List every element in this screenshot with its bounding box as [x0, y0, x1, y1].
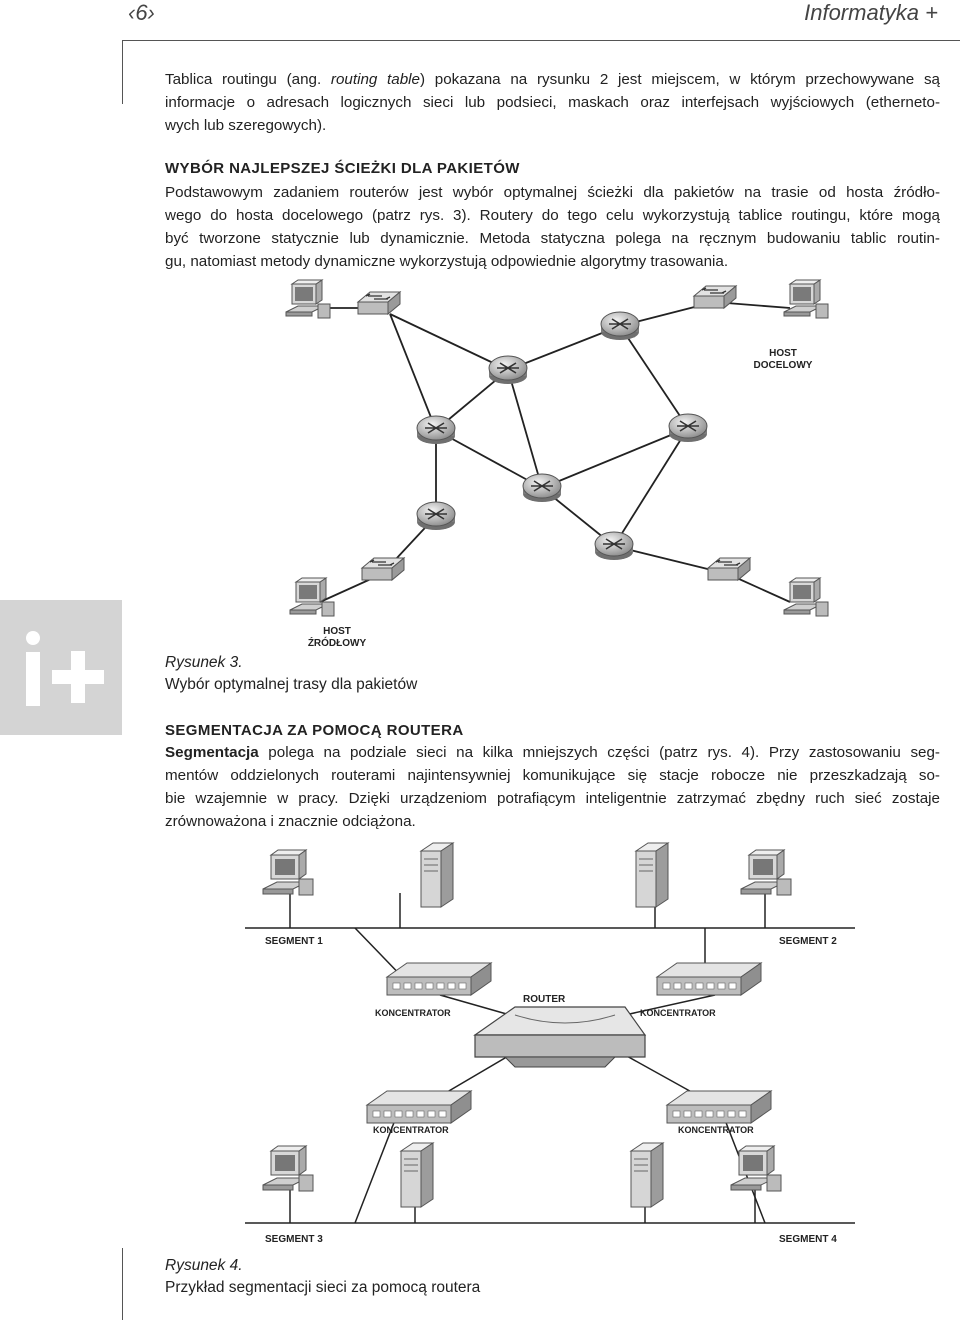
server-icon	[631, 1143, 663, 1207]
pc-icon	[784, 578, 828, 616]
server-icon	[401, 1143, 433, 1207]
hub-icon	[367, 1091, 471, 1123]
figure-3-text: Wybór optymalnej trasy dla pakietów	[165, 676, 417, 693]
hub-icon	[387, 963, 491, 995]
hub-label-bottom-left: KONCENTRATOR	[373, 1125, 449, 1135]
segment-1-label: SEGMENT 1	[265, 936, 323, 947]
section-heading-segmentation: SEGMENTACJA ZA POMOCĄ ROUTERA	[165, 722, 464, 739]
section-segmentation-paragraph: Segmentacja polega na podziale sieci na …	[165, 741, 940, 833]
hub-icon	[657, 963, 761, 995]
router-icon	[489, 356, 527, 384]
switch-icon	[358, 292, 400, 314]
figure-4-text: Przykład segmentacji sieci za pomocą rou…	[165, 1279, 480, 1296]
intro-line-2: informacje o adresach logicznych sieci l…	[165, 91, 940, 114]
segmentation-text: polega na podziale sieci na kilka mniejs…	[259, 744, 940, 761]
intro-text-a: Tablica routingu (ang.	[165, 71, 331, 88]
segmentation-term: Segmentacja	[165, 744, 259, 761]
intro-text-b: ) pokazana na rysunku 2 jest miejscem, w…	[420, 71, 940, 88]
intro-line-1: Tablica routingu (ang. routing table) po…	[165, 68, 940, 91]
hub-label-top-right: KONCENTRATOR	[640, 1008, 716, 1018]
intro-term: routing table	[331, 71, 420, 88]
pc-icon	[263, 1146, 313, 1191]
side-tab	[0, 600, 122, 735]
switch-icon	[694, 286, 736, 308]
segmentation-line-3: bie wzajemnie w pracy. Dzięki urządzenio…	[165, 787, 940, 810]
router-icon	[523, 474, 561, 502]
pc-icon	[731, 1146, 781, 1191]
host-src-label-1: HOST	[323, 626, 351, 637]
switch-icon	[362, 558, 404, 580]
segmentation-line-4: zrównoważona i znacznie odciążona.	[165, 810, 940, 833]
host-dest-label-1: HOST	[769, 348, 797, 359]
server-icon	[636, 843, 668, 907]
i-plus-logo	[0, 600, 122, 735]
intro-paragraph: Tablica routingu (ang. routing table) po…	[165, 68, 940, 137]
publication-brand: Informatyka +	[804, 0, 938, 26]
figure-3-caption: Rysunek 3. Wybór optymalnej trasy dla pa…	[165, 652, 417, 696]
frame-line-top-left	[122, 40, 123, 104]
best-path-line-4: gu, natomiast metody dynamiczne wykorzys…	[165, 250, 940, 273]
router-icon	[601, 312, 639, 340]
pc-icon	[784, 280, 828, 318]
segmentation-line-1: Segmentacja polega na podziale sieci na …	[165, 741, 940, 764]
hub-icon	[667, 1091, 771, 1123]
router-icon	[417, 416, 455, 444]
segment-4-label: SEGMENT 4	[779, 1234, 837, 1245]
router-device-icon	[475, 1007, 645, 1067]
hub-label-top-left: KONCENTRATOR	[375, 1008, 451, 1018]
segment-2-label: SEGMENT 2	[779, 936, 837, 947]
network-links	[320, 302, 790, 602]
intro-line-3: wych lub szeregowych).	[165, 114, 940, 137]
figure-4-label: Rysunek 4.	[165, 1255, 480, 1277]
switch-icon	[708, 558, 750, 580]
section-heading-best-path: WYBÓR NAJLEPSZEJ ŚCIEŻKI DLA PAKIETÓW	[165, 160, 520, 177]
router-icon	[417, 502, 455, 530]
best-path-line-3: być tworzone statycznie lub dynamicznie.…	[165, 227, 940, 250]
segmentation-line-2: mentów oddzielonych routerami najintensy…	[165, 764, 940, 787]
figure-4-segmentation-diagram: SEGMENT 1 SEGMENT 2 SEGMENT 3 SEGMENT 4 …	[245, 835, 865, 1250]
pc-icon	[741, 850, 791, 895]
hub-label-bottom-right: KONCENTRATOR	[678, 1125, 754, 1135]
section-best-path-paragraph: Podstawowym zadaniem routerów jest wybór…	[165, 181, 940, 273]
page-number: ‹6›	[128, 0, 155, 26]
frame-line-bottom-left	[122, 1248, 123, 1320]
server-icon	[421, 843, 453, 907]
segment-3-label: SEGMENT 3	[265, 1234, 323, 1245]
figure-4-caption: Rysunek 4. Przykład segmentacji sieci za…	[165, 1255, 480, 1299]
figure-3-label: Rysunek 3.	[165, 652, 417, 674]
frame-line-top	[122, 40, 960, 41]
router-icon	[595, 532, 633, 560]
router-label: ROUTER	[523, 994, 566, 1005]
figure-3-network-diagram: HOST DOCELOWY HOST ŹRÓDŁOWY	[260, 272, 860, 652]
pc-icon	[263, 850, 313, 895]
host-src-label-2: ŹRÓDŁOWY	[308, 636, 367, 649]
best-path-line-1: Podstawowym zadaniem routerów jest wybór…	[165, 181, 940, 204]
best-path-line-2: wego do hosta docelowego (patrz rys. 3).…	[165, 204, 940, 227]
pc-icon	[286, 280, 330, 318]
pc-icon	[290, 578, 334, 616]
host-dest-label-2: DOCELOWY	[754, 360, 813, 371]
router-icon	[669, 414, 707, 442]
